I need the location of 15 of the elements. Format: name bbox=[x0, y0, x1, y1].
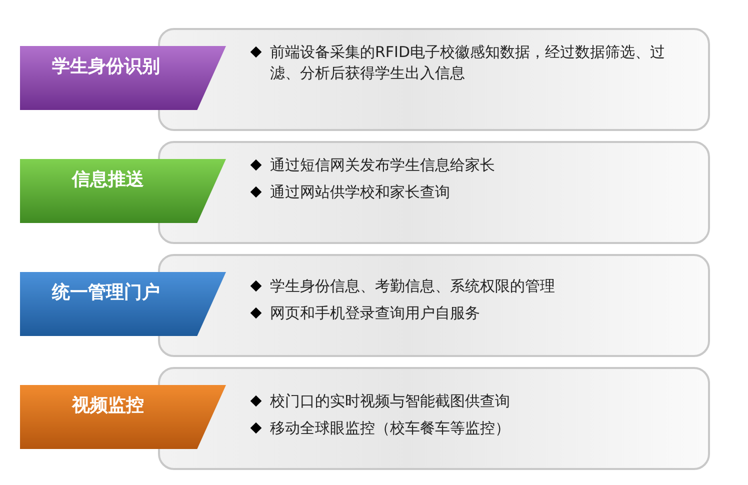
text-card bbox=[158, 254, 710, 357]
bullet-text: 网页和手机登录查询用户自服务 bbox=[270, 303, 480, 324]
bullet-text: 校门口的实时视频与智能截图供查询 bbox=[270, 391, 510, 412]
ribbon-label: 视频监控 bbox=[20, 385, 226, 449]
bullet-text: 前端设备采集的RFID电子校徽感知数据，经过数据筛选、过滤、分析后获得学生出入信息 bbox=[270, 42, 666, 84]
text-card bbox=[158, 28, 710, 131]
bullet-text: 学生身份信息、考勤信息、系统权限的管理 bbox=[270, 276, 555, 297]
bullet-text: 通过短信网关发布学生信息给家长 bbox=[270, 155, 495, 176]
ribbon-label: 学生身份识别 bbox=[20, 46, 226, 110]
text-card bbox=[158, 141, 710, 244]
ribbon-label: 统一管理门户 bbox=[20, 272, 226, 336]
text-card bbox=[158, 367, 710, 470]
bullet-text: 移动全球眼监控（校车餐车等监控） bbox=[270, 418, 510, 439]
bullet-text: 通过网站供学校和家长查询 bbox=[270, 182, 450, 203]
ribbon-label: 信息推送 bbox=[20, 159, 226, 223]
